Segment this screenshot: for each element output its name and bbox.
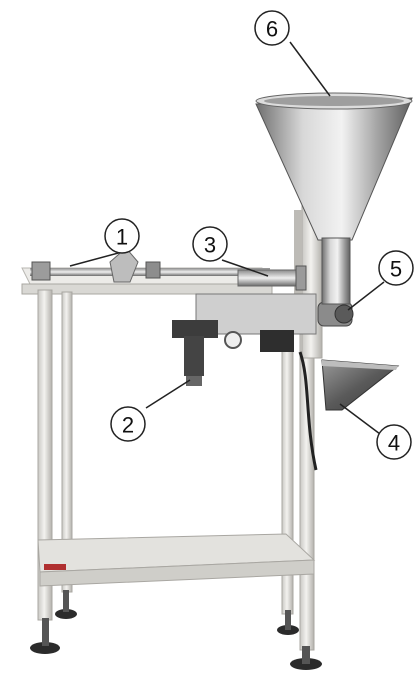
control-assembly (172, 293, 318, 471)
valve-block (172, 320, 218, 338)
leader-4 (339, 403, 381, 435)
callout-5: 5 (378, 250, 414, 286)
bottom-shelf-front (39, 559, 315, 587)
barrel-flange (295, 265, 307, 291)
air-filter-body (184, 336, 204, 376)
foot-front-left (30, 642, 60, 654)
callout-label: 3 (204, 233, 216, 258)
cylinder-clamp (145, 261, 161, 279)
callout-4: 4 (376, 424, 412, 460)
foot-rear-left (55, 609, 77, 619)
pneumatic-cylinder (30, 247, 270, 283)
hopper-cone (255, 97, 413, 241)
leader-3 (221, 259, 269, 277)
table-front-rail (21, 283, 273, 295)
foot-stem-front-left (42, 618, 49, 646)
hopper (255, 92, 413, 305)
callout-label: 4 (388, 431, 400, 456)
foot-stem-rear-left (63, 590, 69, 612)
air-filter-bowl (186, 376, 202, 386)
foot-stem-rear-right (285, 610, 291, 630)
leader-6 (289, 41, 331, 97)
leader-1 (69, 251, 123, 267)
callout-3: 3 (192, 226, 228, 262)
pressure-gauge (224, 331, 242, 349)
cylinder-block-left (31, 261, 51, 281)
callout-2: 2 (110, 406, 146, 442)
hopper-neck (321, 237, 351, 305)
brand-plate (44, 564, 66, 570)
rotary-valve (317, 301, 354, 327)
callout-6: 6 (254, 10, 290, 46)
leader-2 (145, 379, 191, 409)
tray-lip (322, 360, 398, 370)
leader-5 (347, 281, 385, 311)
callouts: 1 2 3 4 5 6 (104, 10, 414, 460)
machine-frame (21, 177, 323, 651)
upright-post-side (294, 210, 302, 320)
air-hose (298, 351, 318, 471)
callout-1: 1 (104, 218, 140, 254)
hopper-rim-inner (264, 96, 404, 106)
barrel-body (237, 269, 303, 287)
foot-stem-front-right (302, 646, 310, 664)
solenoid (260, 330, 294, 352)
dosing-barrel (237, 265, 307, 291)
discharge-tray (321, 359, 400, 411)
callout-label: 5 (390, 257, 402, 282)
callout-label: 6 (266, 17, 278, 42)
callout-leaders (69, 41, 385, 435)
callout-label: 1 (116, 225, 128, 250)
callout-label: 2 (122, 413, 134, 438)
feet (30, 590, 322, 670)
